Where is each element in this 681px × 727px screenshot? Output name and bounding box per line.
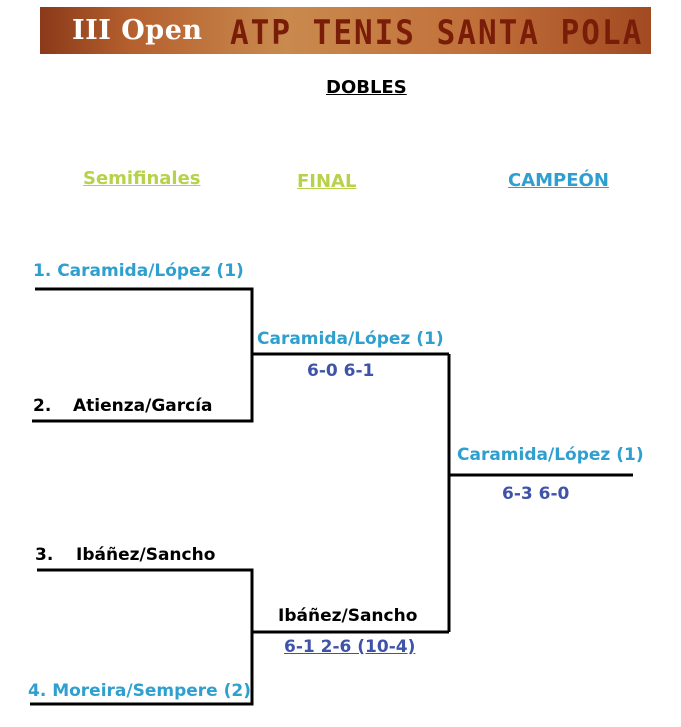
champion-name: Caramida/López (1) bbox=[457, 445, 644, 465]
header-final[interactable]: FINAL bbox=[297, 171, 357, 192]
final-entry-1-score: 6-0 6-1 bbox=[307, 361, 375, 381]
header-champion[interactable]: CAMPEÓN bbox=[508, 170, 609, 191]
semi-entry-1: 1. Caramida/López (1) bbox=[33, 261, 244, 281]
semi-entry-2-name: Atienza/García bbox=[73, 396, 213, 416]
semi-entry-4: 4. Moreira/Sempere (2) bbox=[28, 681, 251, 701]
final-entry-2-name: Ibáñez/Sancho bbox=[278, 606, 418, 626]
final-entry-1-name: Caramida/López (1) bbox=[257, 329, 444, 349]
champion-score: 6-3 6-0 bbox=[502, 484, 570, 504]
header-semifinals[interactable]: Semifinales bbox=[83, 168, 201, 189]
bracket-line-semi-2 bbox=[30, 568, 254, 706]
semi-entry-2-number: 2. bbox=[33, 396, 52, 416]
banner-title-text: ATP TENIS SANTA POLA bbox=[230, 13, 644, 53]
banner-open-text: III Open bbox=[72, 15, 203, 46]
semi-entry-3-name: Ibáñez/Sancho bbox=[76, 545, 216, 565]
tournament-banner: III Open ATP TENIS SANTA POLA bbox=[40, 7, 651, 54]
page-title: DOBLES bbox=[326, 77, 407, 98]
semi-entry-3-number: 3. bbox=[35, 545, 54, 565]
final-entry-2-score[interactable]: 6-1 2-6 (10-4) bbox=[284, 637, 416, 657]
